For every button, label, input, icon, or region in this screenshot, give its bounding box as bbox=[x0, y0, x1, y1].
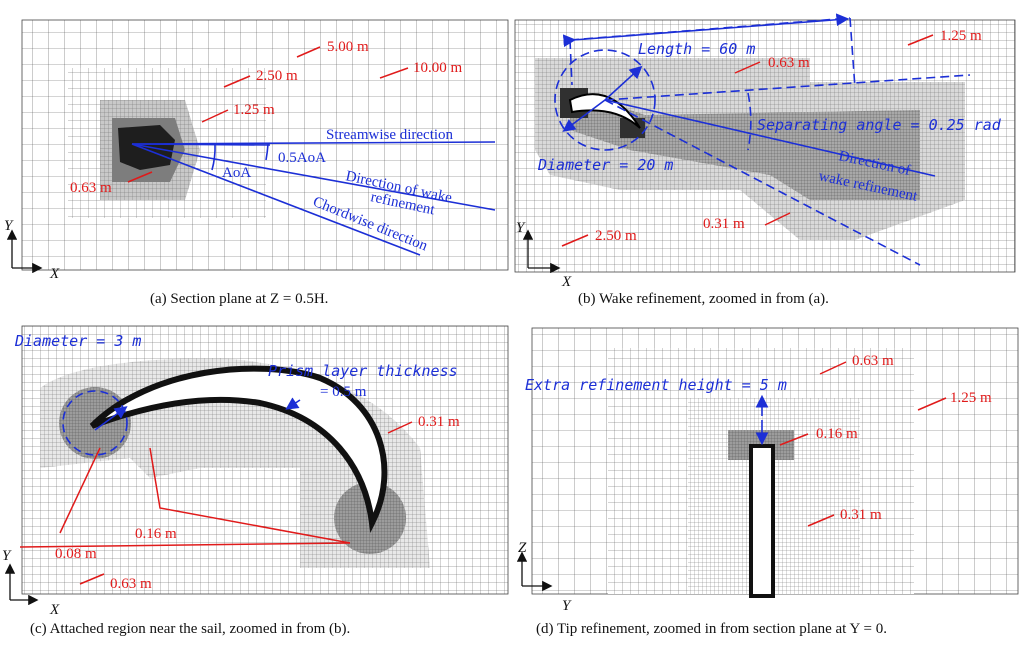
caption-a: (a) Section plane at Z = 0.5H. bbox=[150, 291, 329, 307]
panel-d-mesh: Extra refinement height = 5 m 0.63 m 1.2… bbox=[516, 327, 1019, 614]
mast bbox=[749, 444, 775, 598]
caption-b: (b) Wake refinement, zoomed in from (a). bbox=[578, 291, 829, 307]
axis-y-b: Y bbox=[516, 220, 526, 236]
panel-b-mesh: Length = 60 m 1.25 m 0.63 m Separating a… bbox=[514, 13, 1016, 290]
panel-c: Diameter = 3 m Prism layer thickness = 0… bbox=[0, 318, 510, 647]
label-063m-d: 0.63 m bbox=[852, 353, 894, 369]
sail-body bbox=[89, 365, 388, 534]
half-aoa-label: 0.5AoA bbox=[278, 150, 326, 166]
prism-label-2: = 0.5 m bbox=[320, 384, 367, 400]
caption-d: (d) Tip refinement, zoomed in from secti… bbox=[536, 621, 888, 637]
label-008m-c: 0.08 m bbox=[55, 546, 97, 562]
label-063m-b: 0.63 m bbox=[768, 55, 810, 71]
diameter-label-c: Diameter = 3 m bbox=[14, 332, 141, 350]
label-125m-d: 1.25 m bbox=[950, 390, 992, 406]
panel-b: Length = 60 m 1.25 m 0.63 m Separating a… bbox=[510, 0, 1020, 315]
separating-angle-label: Separating angle = 0.25 rad bbox=[757, 116, 1002, 134]
caption-c: (c) Attached region near the sail, zoome… bbox=[30, 621, 351, 637]
diameter-label-b: Diameter = 20 m bbox=[537, 156, 673, 174]
aoa-label: AoA bbox=[222, 165, 251, 181]
streamwise-label: Streamwise direction bbox=[326, 127, 454, 143]
label-125m-b: 1.25 m bbox=[940, 28, 982, 44]
label-016m-d: 0.16 m bbox=[816, 426, 858, 442]
label-031m-c: 0.31 m bbox=[418, 414, 460, 430]
label-063m-c: 0.63 m bbox=[110, 576, 152, 592]
panel-d: Extra refinement height = 5 m 0.63 m 1.2… bbox=[510, 318, 1020, 647]
label-250m: 2.50 m bbox=[256, 68, 298, 84]
axis-x-b: X bbox=[561, 274, 572, 290]
axes-a bbox=[6, 229, 43, 274]
axis-x-c: X bbox=[49, 602, 60, 618]
axis-y-d: Y bbox=[562, 598, 572, 614]
axes-d bbox=[516, 551, 553, 592]
panel-a-mesh: 5.00 m 2.50 m 10.00 m 1.25 m 0.63 m Stre… bbox=[4, 19, 509, 282]
label-031m-b: 0.31 m bbox=[703, 216, 745, 232]
label-031m-d: 0.31 m bbox=[840, 507, 882, 523]
axis-z-d: Z bbox=[518, 540, 527, 556]
panel-a: 5.00 m 2.50 m 10.00 m 1.25 m 0.63 m Stre… bbox=[0, 0, 510, 315]
length-label: Length = 60 m bbox=[638, 40, 755, 58]
label-016m-c: 0.16 m bbox=[135, 526, 177, 542]
label-063m: 0.63 m bbox=[70, 180, 112, 196]
axes-b bbox=[522, 229, 561, 274]
extra-height-label: Extra refinement height = 5 m bbox=[525, 376, 787, 394]
axis-x: X bbox=[49, 266, 60, 282]
label-10m: 10.00 m bbox=[413, 60, 463, 76]
mesh-063-region bbox=[118, 125, 175, 170]
direction-lines bbox=[131, 141, 496, 256]
label-5m: 5.00 m bbox=[327, 39, 369, 55]
axes-c bbox=[4, 563, 39, 606]
axis-y-c: Y bbox=[2, 548, 12, 564]
panel-c-mesh: Diameter = 3 m Prism layer thickness = 0… bbox=[2, 325, 509, 618]
label-250m-b: 2.50 m bbox=[595, 228, 637, 244]
axis-y: Y bbox=[4, 218, 14, 234]
prism-label-1: Prism layer thickness bbox=[268, 362, 458, 380]
label-125m: 1.25 m bbox=[233, 102, 275, 118]
